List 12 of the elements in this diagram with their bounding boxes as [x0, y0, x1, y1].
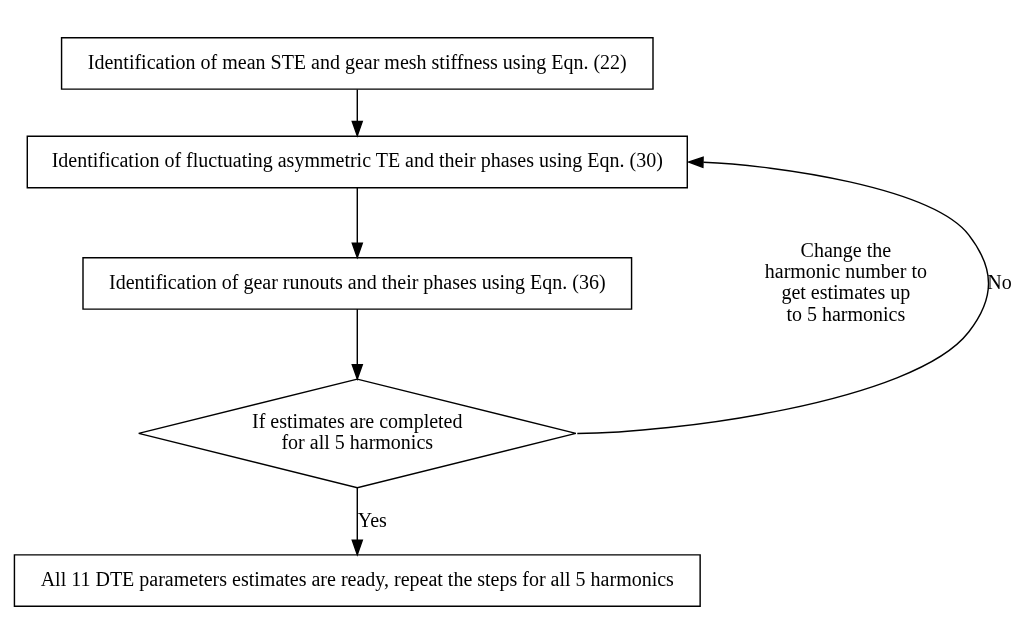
arrow — [351, 487, 364, 557]
node-box: All 11 DTE parameters estimates are ready, repeat the steps for all 5 harmonics — [13, 554, 701, 607]
arrow — [351, 88, 364, 138]
node-box: Identification of mean STE and gear mesh stiffness using Eqn. (22) — [60, 37, 654, 90]
arrow — [351, 187, 364, 260]
node-box: Identification of gear runouts and their phases using Eqn. (36) — [82, 257, 633, 310]
arrow — [576, 156, 990, 435]
arrow — [351, 308, 364, 382]
label: Change the harmonic number to get estimates up to 5 harmonics — [764, 238, 927, 325]
node-box: Identification of fluctuating asymmetric TE and their phases using Eqn. (30) — [26, 135, 688, 189]
node-diamond: If estimates are completed for all 5 harmonics — [138, 378, 577, 489]
edge-label: Yes — [357, 508, 387, 531]
